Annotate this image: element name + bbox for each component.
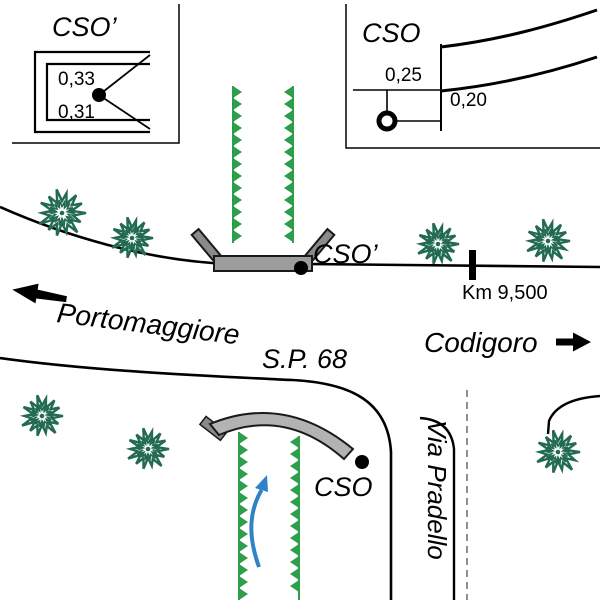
lower-canal-left-embankment — [238, 432, 248, 600]
destination-west-label: Portomaggiore — [55, 297, 241, 350]
dimension-lines — [353, 89, 441, 122]
tree-icon — [37, 188, 87, 237]
inset-cso-prime-detail: CSO’ 0,33 0,31 — [12, 4, 180, 144]
headwall-inner-outline — [45, 62, 150, 122]
culvert-cso-prime — [190, 227, 336, 272]
sight-lines — [98, 54, 151, 130]
road-edge-lower-curve — [440, 55, 598, 93]
cso-point — [355, 455, 369, 469]
tree-icon — [524, 218, 571, 263]
inset-frame — [345, 4, 600, 149]
inset-cso-prime-point — [92, 88, 106, 102]
flow-direction-arrow-icon — [249, 475, 268, 568]
destination-east-label: Codigoro — [424, 327, 538, 358]
street-name-label: Via Pradello — [422, 420, 452, 560]
via-pradello-left-edge — [419, 416, 456, 600]
tree-icon — [19, 394, 64, 437]
km-marker-label: Km 9,500 — [462, 282, 548, 304]
road-name-label: S.P. 68 — [262, 344, 347, 374]
via-pradello-right-corner — [546, 394, 600, 435]
measurement-bottom: 0,31 — [58, 102, 95, 123]
lower-road-line — [0, 356, 393, 600]
tree-icon — [125, 427, 170, 470]
lower-canal-right-embankment — [290, 436, 300, 600]
culvert-cso — [198, 412, 355, 461]
measurement-right: 0,20 — [450, 90, 487, 111]
inset-cso-prime-title: CSO’ — [52, 12, 118, 42]
measurement-top: 0,33 — [58, 69, 95, 90]
east-arrow-icon — [556, 332, 591, 352]
cso-prime-point — [294, 261, 308, 275]
culvert-deck — [213, 255, 313, 272]
upper-canal-left-embankment — [232, 86, 242, 243]
tree-icon — [109, 216, 154, 259]
cso-point-label: CSO — [314, 472, 373, 502]
west-arrow-icon — [12, 283, 67, 304]
upper-canal-right-embankment — [284, 86, 294, 243]
tree-icon — [534, 429, 581, 474]
flow-arrow-shaft — [249, 489, 264, 568]
inset-cso-point — [376, 110, 398, 132]
measurement-left: 0,25 — [385, 65, 422, 86]
headwall-outer-outline — [33, 50, 150, 134]
km-marker-tick — [469, 250, 476, 280]
road-edge-upper-curve — [440, 8, 598, 49]
cso-prime-point-label: CSO’ — [313, 239, 379, 269]
culvert-cso-band — [208, 412, 355, 461]
inset-cso-detail: CSO 0,25 0,20 — [345, 4, 600, 149]
inset-cso-title: CSO — [362, 18, 421, 48]
tree-icon — [415, 222, 460, 265]
flow-arrow-head — [255, 475, 268, 492]
inset-frame — [12, 4, 180, 144]
